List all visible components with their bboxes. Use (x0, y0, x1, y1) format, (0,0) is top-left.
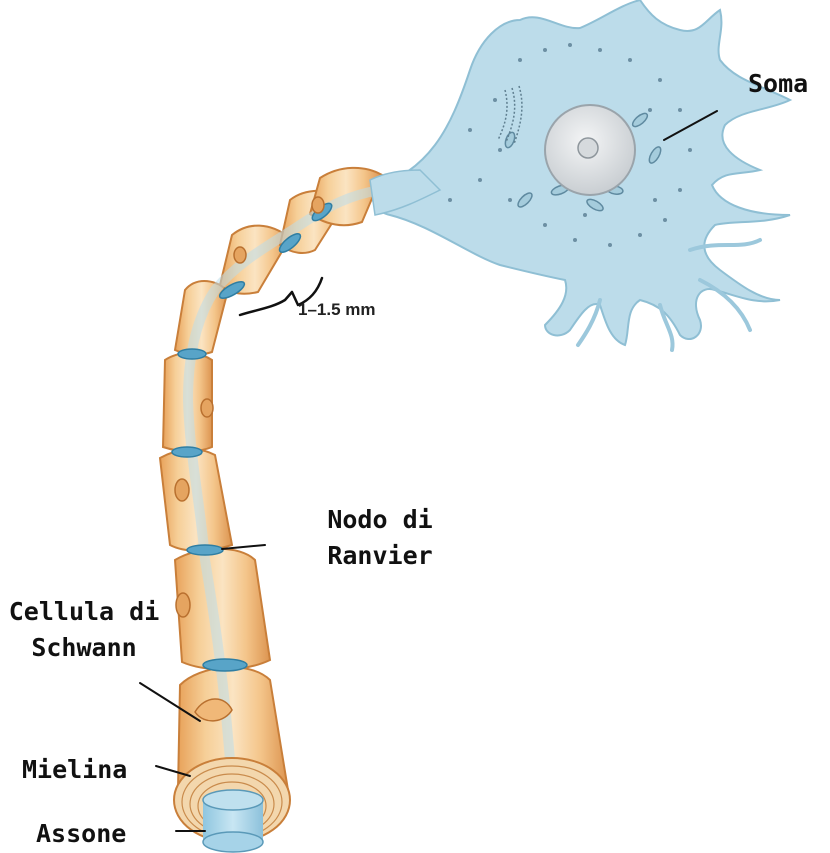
schwann-label-line2: Schwann (0, 630, 168, 666)
axon-label: Assone (36, 816, 126, 852)
schwann-label-line1: Cellula di (0, 594, 168, 630)
myelin-label: Mielina (22, 752, 127, 788)
node-label-line1: Nodo di (300, 502, 460, 538)
node-label-line2: Ranvier (300, 538, 460, 574)
scale-label: 1–1.5 mm (298, 300, 376, 320)
soma-label: Soma (748, 66, 808, 102)
node-of-ranvier (178, 349, 206, 359)
nucleolus (578, 138, 598, 158)
axon-cylinder-top (203, 790, 263, 810)
node-of-ranvier (172, 447, 202, 457)
node-of-ranvier (203, 659, 247, 671)
schwann-cell-label: Cellula di Schwann (0, 594, 168, 666)
node-of-ranvier (187, 545, 223, 555)
axon-cylinder-face (203, 832, 263, 852)
node-of-ranvier-label: Nodo di Ranvier (300, 502, 460, 574)
